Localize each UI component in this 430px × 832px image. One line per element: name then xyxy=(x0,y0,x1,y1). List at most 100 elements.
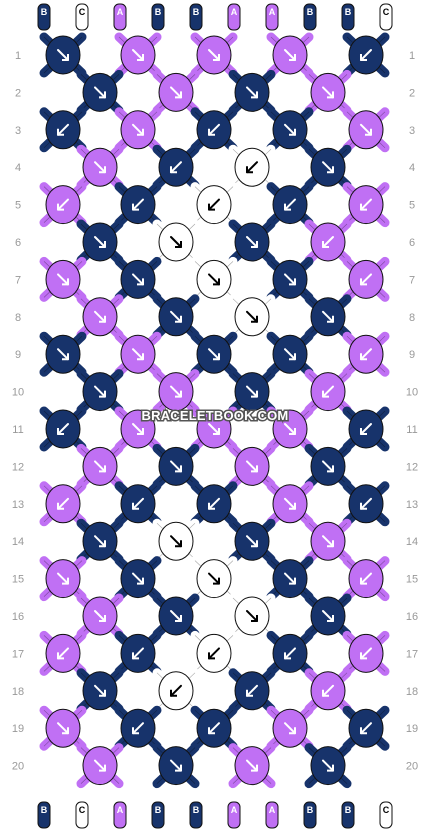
knot xyxy=(196,185,232,225)
arrow-down-left-icon xyxy=(284,647,296,660)
knot xyxy=(45,334,81,374)
svg-text:B: B xyxy=(193,7,200,17)
knot xyxy=(310,746,346,786)
strand-bottom-label: B xyxy=(37,801,51,829)
knot xyxy=(120,185,156,225)
arrow-down-right-icon xyxy=(94,310,106,323)
knot xyxy=(272,559,308,599)
knot xyxy=(348,559,384,599)
strand-bottom-label: C xyxy=(379,801,393,829)
arrow-down-right-icon xyxy=(132,123,144,136)
knot xyxy=(120,334,156,374)
arrow-down-left-icon xyxy=(208,198,220,211)
knot xyxy=(272,110,308,150)
knot xyxy=(234,147,270,187)
svg-text:B: B xyxy=(307,805,314,815)
watermark-text: BRACELETBOOK.COM xyxy=(142,408,289,423)
knot xyxy=(196,708,232,748)
svg-text:C: C xyxy=(79,805,86,815)
strand-top-label: A xyxy=(227,3,241,31)
knot xyxy=(272,185,308,225)
row-number-left: 3 xyxy=(15,125,21,137)
row-number-right: 7 xyxy=(409,274,415,286)
arrow-down-right-icon xyxy=(246,86,258,99)
arrow-down-right-icon xyxy=(246,310,258,323)
row-number-right: 13 xyxy=(406,499,418,511)
arrow-down-right-icon xyxy=(94,610,106,622)
knot xyxy=(120,35,156,75)
knot xyxy=(196,110,232,150)
strand-bottom-label: A xyxy=(227,801,241,829)
knot xyxy=(272,409,308,449)
arrow-down-right-icon xyxy=(284,123,296,136)
knot xyxy=(348,484,384,524)
arrow-down-right-icon xyxy=(284,273,296,286)
arrow-down-right-icon xyxy=(246,460,258,473)
knot xyxy=(272,633,308,673)
knot xyxy=(196,633,232,673)
knot xyxy=(158,521,194,561)
arrow-down-right-icon xyxy=(170,535,182,548)
arrow-down-right-icon xyxy=(208,273,220,286)
arrow-down-right-icon xyxy=(246,759,258,772)
svg-text:A: A xyxy=(269,805,276,815)
arrow-down-right-icon xyxy=(284,497,296,510)
knot xyxy=(45,559,81,599)
knot xyxy=(234,297,270,337)
knot xyxy=(196,334,232,374)
knot xyxy=(234,521,270,561)
svg-text:B: B xyxy=(307,7,314,17)
knot xyxy=(348,409,384,449)
row-number-left: 2 xyxy=(15,87,21,99)
knot xyxy=(310,671,346,711)
arrow-down-right-icon xyxy=(322,310,334,323)
arrow-down-left-icon xyxy=(208,497,220,510)
knot xyxy=(272,35,308,75)
knot xyxy=(45,110,81,150)
row-number-left: 7 xyxy=(15,274,21,286)
arrow-down-right-icon xyxy=(208,423,220,435)
arrow-down-left-icon xyxy=(360,722,372,735)
arrow-down-right-icon xyxy=(57,49,69,61)
knot xyxy=(158,72,194,112)
row-number-left: 6 xyxy=(15,237,21,249)
arrow-down-right-icon xyxy=(170,385,182,398)
knot xyxy=(158,746,194,786)
arrow-down-left-icon xyxy=(322,684,334,697)
arrow-down-right-icon xyxy=(94,385,106,398)
strand-top-label: B xyxy=(303,3,317,31)
arrow-down-left-icon xyxy=(132,722,144,735)
arrow-down-right-icon xyxy=(132,49,144,61)
arrow-down-right-icon xyxy=(132,273,144,286)
row-number-left: 8 xyxy=(15,312,21,324)
knot xyxy=(272,334,308,374)
knot xyxy=(120,110,156,150)
svg-text:B: B xyxy=(155,805,162,815)
knot xyxy=(158,297,194,337)
row-number-right: 16 xyxy=(406,611,418,623)
knot xyxy=(310,297,346,337)
knot xyxy=(82,521,118,561)
row-number-right: 8 xyxy=(409,312,415,324)
knot xyxy=(45,633,81,673)
knot xyxy=(82,297,118,337)
arrow-down-left-icon xyxy=(57,198,69,211)
arrow-down-right-icon xyxy=(322,535,334,548)
svg-text:C: C xyxy=(79,7,86,17)
svg-text:B: B xyxy=(41,805,48,815)
strand-top-label: A xyxy=(265,3,279,31)
knot xyxy=(82,446,118,486)
knot xyxy=(310,596,346,636)
knot xyxy=(234,671,270,711)
arrow-down-right-icon xyxy=(132,572,144,585)
knot xyxy=(196,409,232,449)
knot xyxy=(310,446,346,486)
knot xyxy=(348,110,384,150)
arrow-down-left-icon xyxy=(208,647,220,660)
row-number-right: 14 xyxy=(406,536,418,548)
strand-bottom-label: A xyxy=(113,801,127,829)
knot xyxy=(310,521,346,561)
arrow-down-right-icon xyxy=(246,385,258,398)
row-number-right: 12 xyxy=(406,461,418,473)
arrow-down-left-icon xyxy=(57,123,69,136)
